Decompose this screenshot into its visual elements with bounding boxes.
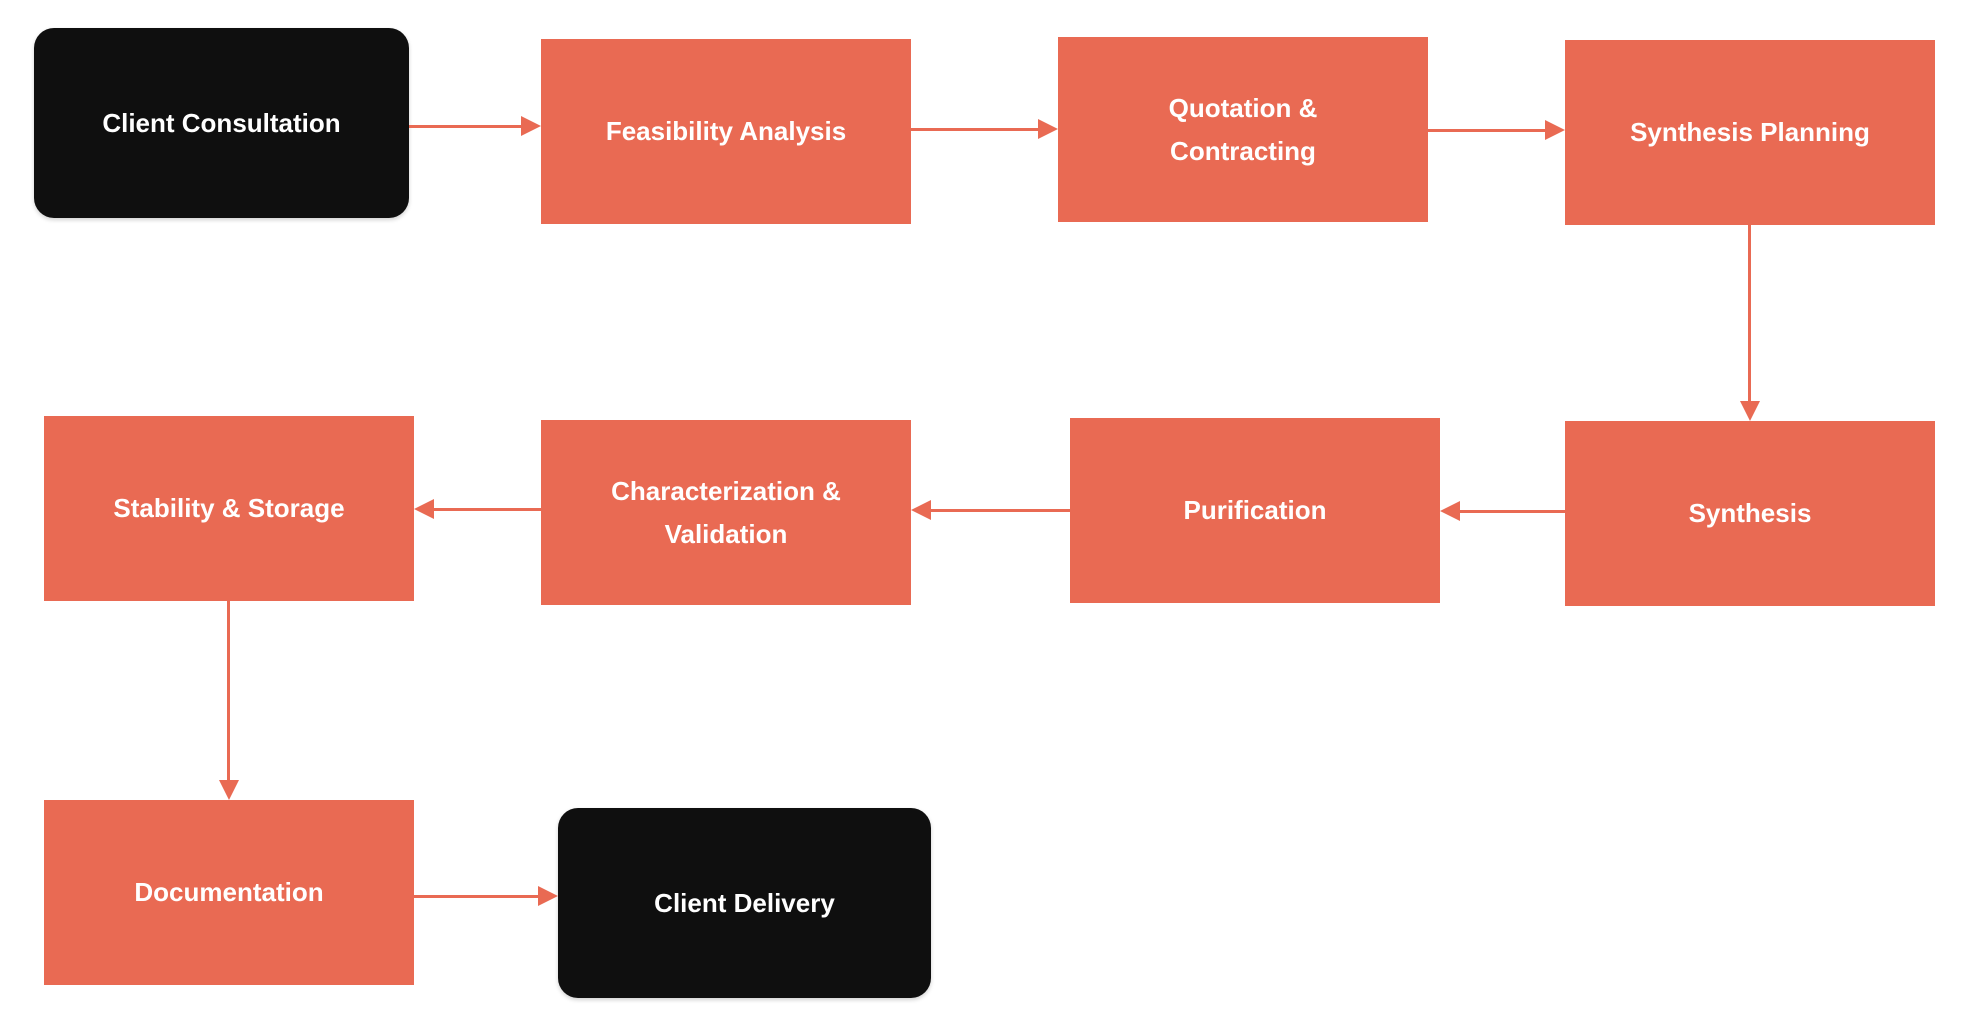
node-stability-storage: Stability & Storage <box>44 416 414 601</box>
arrowhead-down-icon <box>1740 401 1760 421</box>
arrow-synthesis-planning-to-synthesis <box>1740 225 1760 421</box>
arrow-shaft <box>414 895 540 898</box>
arrow-documentation-to-client-delivery <box>414 886 558 906</box>
node-client-delivery: Client Delivery <box>558 808 931 998</box>
node-feasibility-analysis: Feasibility Analysis <box>541 39 911 224</box>
arrow-feasibility-analysis-to-quotation-contracting <box>911 119 1058 139</box>
node-purification: Purification <box>1070 418 1440 603</box>
node-documentation: Documentation <box>44 800 414 985</box>
node-label: Feasibility Analysis <box>605 116 847 147</box>
node-label: Characterization & Validation <box>611 476 841 549</box>
arrow-shaft <box>432 508 541 511</box>
node-synthesis-planning: Synthesis Planning <box>1565 40 1935 225</box>
node-label: Client Delivery <box>654 887 835 918</box>
arrowhead-right-icon <box>521 116 541 136</box>
node-characterization-validation: Characterization & Validation <box>541 420 911 605</box>
node-label: Client Consultation <box>102 107 341 138</box>
arrowhead-down-icon <box>219 780 239 800</box>
arrow-characterization-validation-to-stability-storage <box>414 499 541 519</box>
node-quotation-contracting: Quotation & Contracting <box>1058 37 1428 222</box>
arrow-shaft <box>1748 225 1751 403</box>
arrowhead-left-icon <box>911 500 931 520</box>
node-label: Documentation <box>134 877 324 908</box>
arrow-shaft <box>929 509 1070 512</box>
arrowhead-right-icon <box>538 886 558 906</box>
arrow-synthesis-to-purification <box>1440 501 1565 521</box>
node-synthesis: Synthesis <box>1565 421 1935 606</box>
arrowhead-left-icon <box>414 499 434 519</box>
arrowhead-right-icon <box>1038 119 1058 139</box>
node-label: Synthesis <box>1688 498 1812 529</box>
node-label: Synthesis Planning <box>1630 117 1870 148</box>
arrow-quotation-contracting-to-synthesis-planning <box>1428 120 1565 140</box>
arrow-shaft <box>1458 510 1565 513</box>
arrow-shaft <box>227 601 230 782</box>
arrow-purification-to-characterization-validation <box>911 500 1070 520</box>
node-label: Stability & Storage <box>113 493 345 524</box>
node-label: Quotation & Contracting <box>1168 93 1318 166</box>
arrow-shaft <box>1428 129 1547 132</box>
arrow-shaft <box>409 125 523 128</box>
arrow-stability-storage-to-documentation <box>219 601 239 800</box>
node-label: Purification <box>1183 495 1327 526</box>
arrow-client-consultation-to-feasibility-analysis <box>409 116 541 136</box>
arrow-shaft <box>911 128 1040 131</box>
arrowhead-left-icon <box>1440 501 1460 521</box>
node-client-consultation: Client Consultation <box>34 28 409 218</box>
arrowhead-right-icon <box>1545 120 1565 140</box>
